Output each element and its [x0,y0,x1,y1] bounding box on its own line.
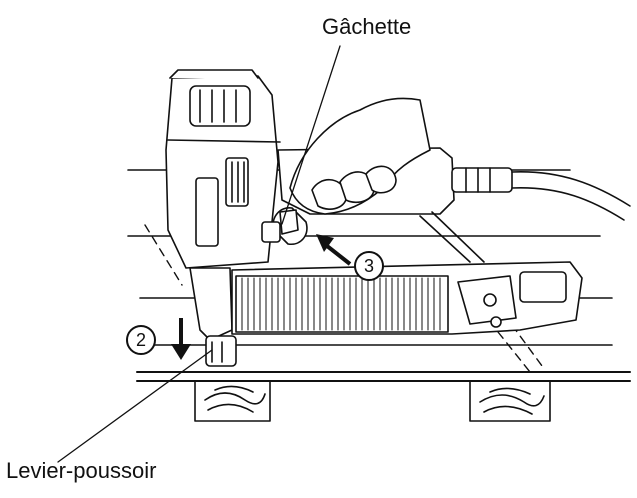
push-arrow [316,234,352,266]
leader-lines [57,45,341,463]
lever-leader-line [57,349,213,463]
nailer-body [165,69,281,269]
trigger-label: Gâchette [322,14,412,39]
step-3-badge: 3 [354,251,384,281]
deck-surface [136,371,631,382]
operator-hand [272,97,431,246]
step-2-badge: 2 [126,325,156,355]
nailer-nose [189,267,237,367]
trigger-mechanism [261,209,299,243]
magazine-pusher [457,271,567,328]
push-lever-label: Levier-poussoir [6,458,157,483]
left-joist [194,380,271,422]
motion-guides [144,224,546,373]
trigger-leader-line [281,45,341,225]
air-hose [451,167,631,221]
nail-strip [241,277,441,331]
down-arrow [171,318,191,360]
right-joist [469,380,551,422]
